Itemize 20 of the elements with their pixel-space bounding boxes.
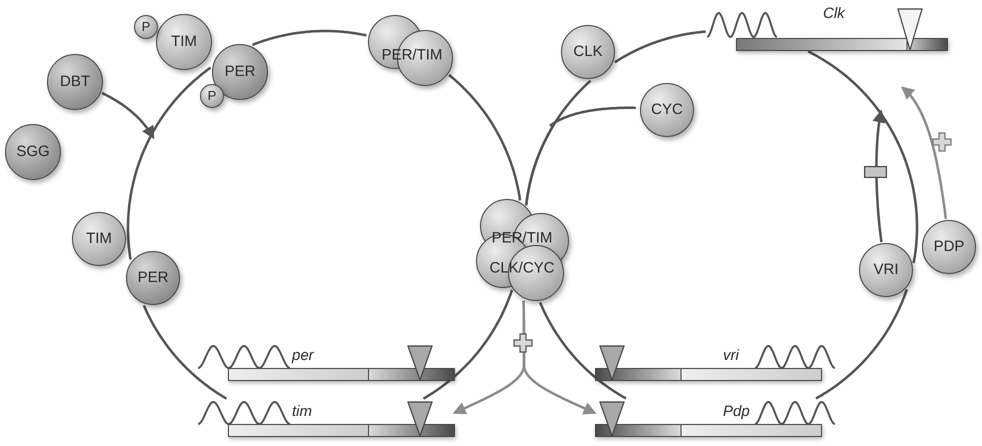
pathway-line [142, 305, 228, 400]
pathway-line [422, 290, 514, 400]
pathway-line [126, 66, 212, 260]
pathway-line [524, 106, 636, 206]
pathway-line [448, 74, 522, 201]
pathway-line [252, 30, 367, 46]
pathway-line [815, 289, 908, 400]
gene-label: vri [723, 347, 739, 366]
gene-label: Pdp [723, 403, 750, 422]
arrow [101, 92, 154, 140]
gene-label: per [292, 347, 314, 366]
gene-label: Clk [823, 5, 845, 24]
pathway-line [808, 50, 918, 264]
gene-label: tim [292, 403, 312, 422]
pathway-line [614, 30, 706, 64]
arrow [901, 86, 948, 220]
arrow [872, 109, 886, 242]
pathway-line [538, 302, 627, 400]
pathway-line [524, 80, 592, 206]
arrow [522, 300, 597, 414]
